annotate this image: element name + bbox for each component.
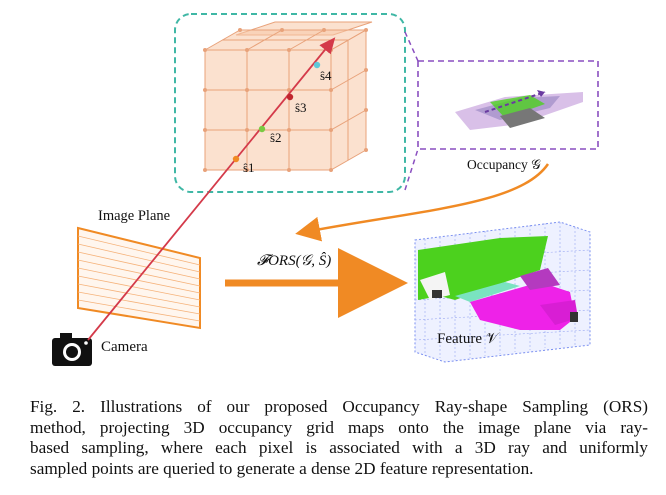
ray-arrow <box>87 37 336 341</box>
caption-line: based sampling, where each pixel is asso… <box>30 438 648 457</box>
occupancy-map <box>455 90 583 130</box>
voxel-grid <box>203 21 373 171</box>
sample-label-3: ŝ3 <box>295 100 307 115</box>
curved-arrow <box>295 163 550 242</box>
sample-label-2: ŝ2 <box>270 130 282 145</box>
feature-volume <box>414 221 591 363</box>
sample-point-4 <box>313 61 321 69</box>
caption-line: method, projecting 3D occupancy grid map… <box>30 417 648 437</box>
caption-line: Fig. 2. Illustrations of our proposed Oc… <box>30 397 648 416</box>
camera-icon <box>52 333 92 366</box>
ors-operator-label: 𝓕ORS(𝒢, Ŝ) <box>257 253 332 269</box>
sample-point-2 <box>258 125 266 133</box>
camera-label: Camera <box>101 339 148 355</box>
sample-point-3 <box>286 93 294 101</box>
caption-line: sampled points are queried to generate a… <box>30 458 534 478</box>
ors-diagram <box>52 13 599 366</box>
sample-label-4: ŝ4 <box>320 68 332 83</box>
sample-point-1 <box>232 155 240 163</box>
feature-label: Feature 𝒱 <box>437 331 499 347</box>
occupancy-box <box>417 60 599 150</box>
sample-label-1: ŝ1 <box>243 160 255 175</box>
zoom-box <box>174 13 406 193</box>
figure: Image Plane Camera Occupancy 𝒢 𝓕ORS(𝒢, Ŝ… <box>52 13 599 366</box>
image-plane-label: Image Plane <box>98 208 171 224</box>
figure-caption: Fig. 2. Illustrations of our proposed Oc… <box>30 397 648 479</box>
occupancy-label: Occupancy 𝒢 <box>467 157 541 172</box>
